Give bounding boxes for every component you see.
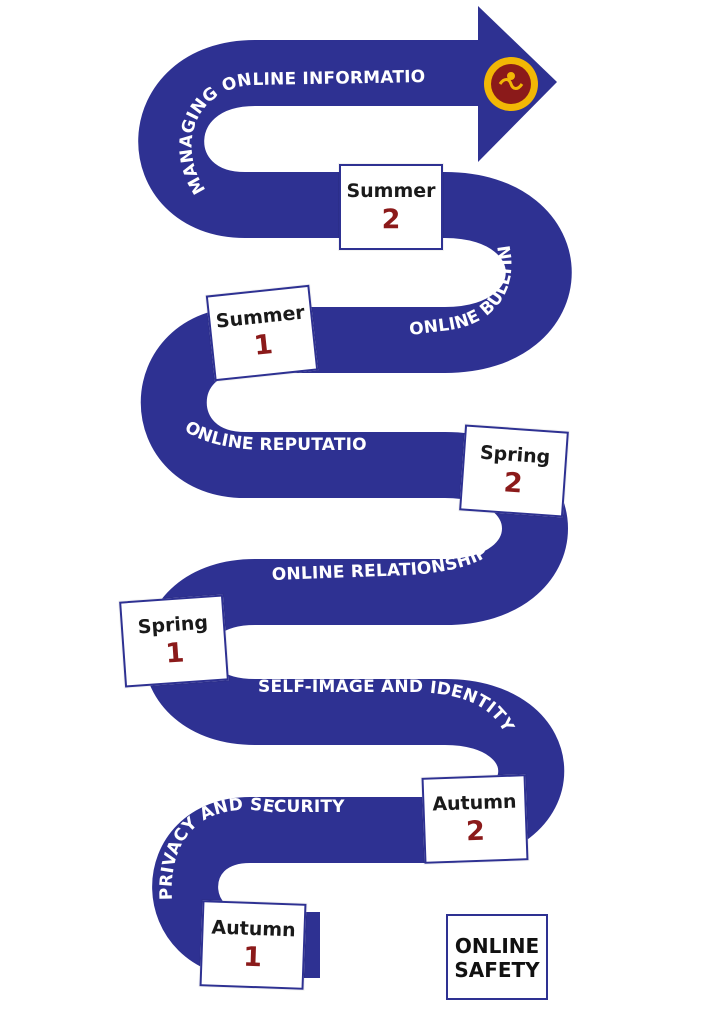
school-crest-icon (484, 57, 538, 111)
term-card-summer-1: Summer 1 (205, 284, 319, 382)
start-arrow (324, 938, 422, 954)
online-safety-start-card: ONLINE SAFETY (446, 914, 548, 1000)
term-number: 1 (164, 637, 186, 670)
term-number: 2 (465, 815, 486, 848)
term-card-summer-2: Summer 2 (339, 164, 443, 250)
term-card-autumn-2: Autumn 2 (421, 774, 529, 864)
term-season: Autumn (431, 790, 517, 816)
term-number: 2 (502, 467, 524, 500)
term-card-spring-1: Spring 1 (119, 594, 229, 688)
term-number: 2 (381, 204, 401, 235)
term-number: 1 (242, 941, 263, 974)
term-card-spring-2: Spring 2 (459, 424, 569, 518)
term-season: Autumn (211, 916, 296, 942)
term-card-autumn-1: Autumn 1 (199, 900, 307, 990)
term-season: Summer (346, 180, 436, 202)
start-line-2: SAFETY (454, 958, 540, 982)
start-line-1: ONLINE (454, 934, 540, 958)
